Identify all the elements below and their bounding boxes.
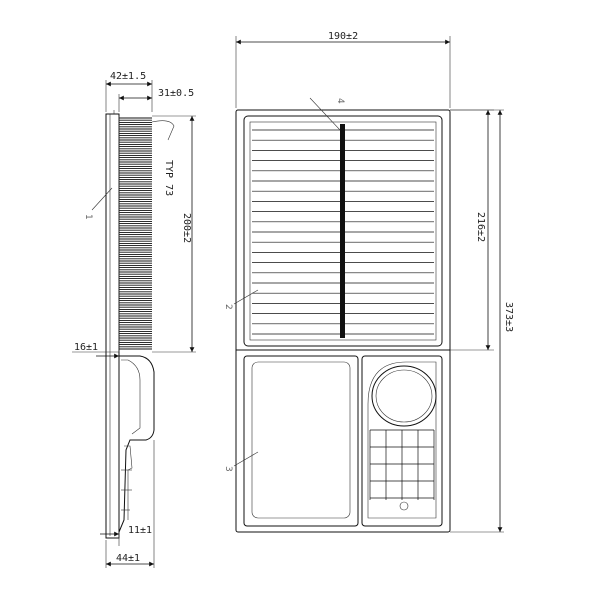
lower-housing-detail (124, 445, 133, 520)
frame-outer (235, 109, 451, 533)
side-frame-outline (105, 113, 120, 539)
dim-side-offset: 16±1 (74, 342, 98, 353)
callout-3-leader (233, 451, 259, 467)
right-compartment-panel (367, 361, 437, 519)
dim-pleated-section: 216±2 (475, 212, 486, 242)
callout-2-leader (233, 289, 259, 305)
dim-bottom-inner: 11±1 (128, 525, 152, 536)
drain-hole (399, 501, 409, 511)
callout-4-leader (309, 97, 341, 131)
dim-flange-depth: 42±1.5 (110, 71, 146, 82)
callout-3: 3 (223, 466, 233, 472)
side-dimensions: 42±1.5 31±0.5 TYP 73 200±2 16±1 11±1 44±… (72, 71, 196, 568)
pleated-section-frame (243, 115, 443, 347)
pleat-lines (119, 117, 152, 350)
side-view (105, 110, 155, 539)
pleat-count-leader (151, 120, 175, 141)
callout-1-leader (91, 187, 113, 211)
dim-bottom-width: 44±1 (116, 553, 140, 564)
dim-pleat-depth: 31±0.5 (158, 88, 194, 99)
right-compartment-frame (361, 355, 443, 527)
pleated-panel (249, 121, 437, 341)
lower-housing-profile (118, 355, 155, 533)
dim-pleat-height: 200±2 (181, 213, 192, 243)
grille-grid (369, 429, 435, 500)
dim-overall-height: 373±3 (503, 302, 514, 332)
left-compartment-frame (243, 355, 359, 527)
front-dimensions: 190±2 216±2 373±3 4 2 3 (223, 31, 514, 533)
front-view (235, 109, 451, 533)
dim-pleat-count: TYP 73 (163, 160, 174, 196)
left-compartment-panel (251, 361, 351, 519)
callout-2: 2 (223, 304, 233, 310)
center-support-bar (340, 124, 345, 338)
round-intake (371, 365, 437, 427)
dim-overall-width: 190±2 (328, 31, 358, 42)
lower-housing-inner (121, 359, 141, 435)
round-intake-inner (375, 369, 433, 423)
callout-1: 1 (83, 214, 93, 220)
callout-4: 4 (335, 98, 345, 104)
